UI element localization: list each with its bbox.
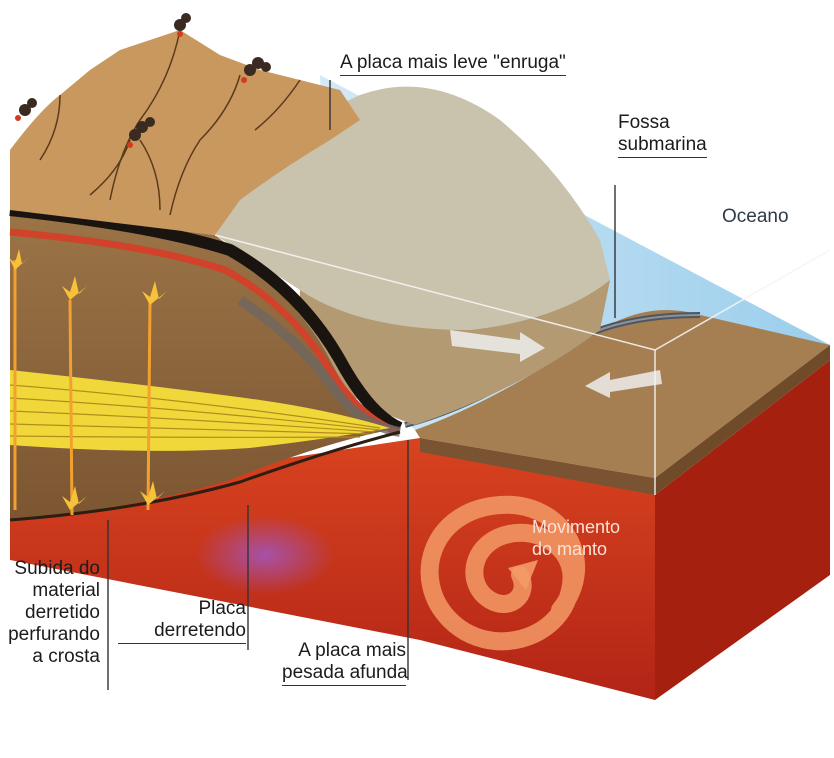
label-mantle-movement-line2: do manto: [532, 538, 620, 560]
label-rising-material-line3: derretido: [0, 602, 100, 624]
label-rising-material: Subida do material derretido perfurando …: [0, 558, 100, 668]
label-rising-material-line5: a crosta: [0, 646, 100, 668]
label-heavier-plate-sinks-line1: A placa mais: [282, 640, 406, 662]
label-ocean-trench: Fossa submarina: [618, 112, 707, 158]
label-lighter-plate-wrinkles: A placa mais leve "enruga": [340, 52, 566, 76]
label-ocean-trench-line1: Fossa: [618, 112, 707, 134]
label-ocean-trench-line2: submarina: [618, 134, 707, 158]
label-heavier-plate-sinks: A placa mais pesada afunda: [282, 640, 406, 686]
label-mantle-movement: Movimento do manto: [532, 516, 620, 560]
label-melting-plate: Placa derretendo: [118, 598, 246, 644]
label-rising-material-line1: Subida do: [0, 558, 100, 580]
label-ocean: Oceano: [722, 206, 789, 228]
label-heavier-plate-sinks-line2: pesada afunda: [282, 662, 406, 686]
melting-glow: [195, 515, 335, 595]
label-rising-material-line4: perfurando: [0, 624, 100, 646]
label-melting-plate-line2: derretendo: [118, 620, 246, 644]
label-rising-material-line2: material: [0, 580, 100, 602]
label-mantle-movement-line1: Movimento: [532, 516, 620, 538]
label-melting-plate-line1: Placa: [118, 598, 246, 620]
